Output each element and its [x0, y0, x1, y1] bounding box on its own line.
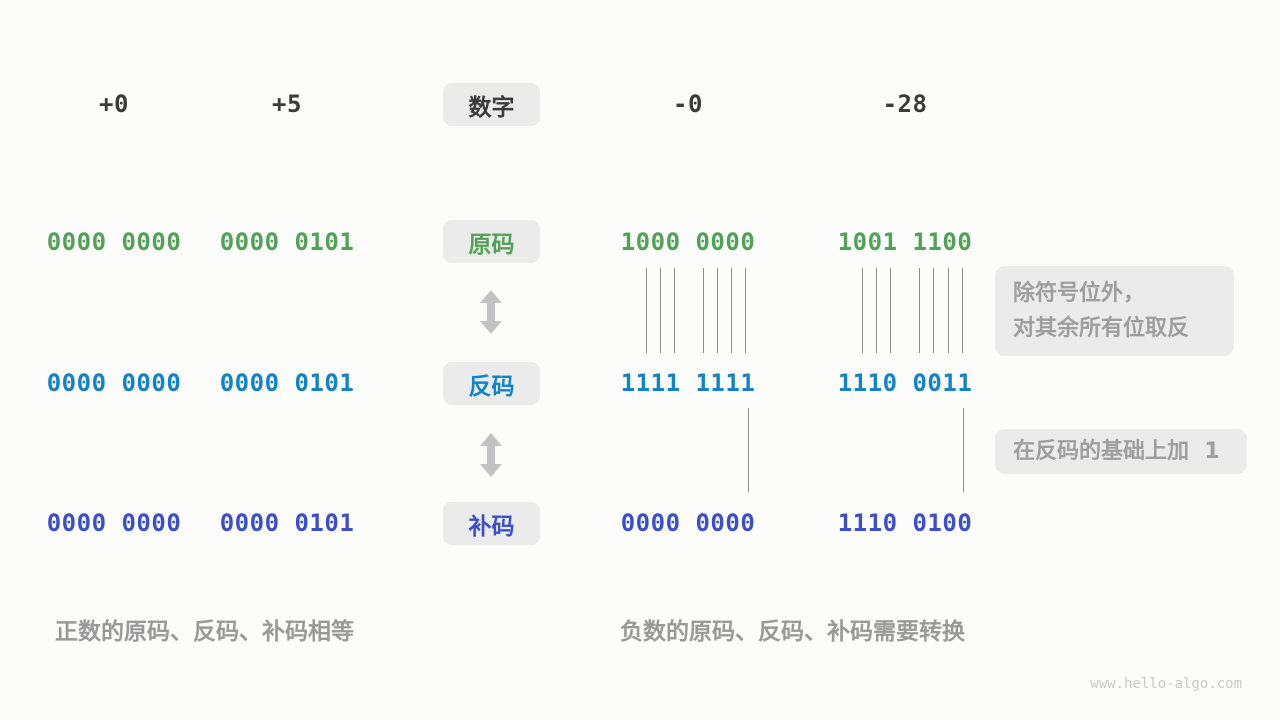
header-value-minus-28: -28 [882, 90, 928, 118]
updown-arrow-icon [480, 433, 502, 477]
bit-flip-line [876, 268, 877, 353]
binary-value: 0000 0101 [219, 369, 355, 397]
binary-value: 0000 0000 [46, 369, 182, 397]
header-value-minus-0: -0 [673, 90, 703, 118]
bit-flip-line [862, 268, 863, 353]
bit-flip-line [890, 268, 891, 353]
header-value-plus-5: +5 [272, 90, 302, 118]
row-label-box-sign-magnitude: 原码 [443, 220, 540, 263]
updown-arrow-icon [480, 290, 502, 334]
bit-flip-line [962, 268, 963, 353]
caption-negative-numbers: 负数的原码、反码、补码需要转换 [620, 619, 965, 645]
row-label: 反码 [468, 373, 515, 400]
binary-value: 1110 0100 [837, 509, 973, 537]
binary-value: 0000 0000 [46, 509, 182, 537]
bit-flip-line [731, 268, 732, 353]
binary-value: 1110 0011 [837, 369, 973, 397]
add-one-line [748, 408, 749, 492]
binary-value: 0000 0000 [46, 228, 182, 256]
binary-value: 1001 1100 [837, 228, 973, 256]
bit-flip-line [745, 268, 746, 353]
watermark: www.hello-algo.com [1090, 676, 1242, 692]
add-one-line [963, 408, 964, 492]
binary-value: 1000 0000 [620, 228, 756, 256]
header-label: 数字 [468, 94, 515, 121]
annotation-flip-note: 除符号位外， 对其余所有位取反 [995, 266, 1234, 356]
bit-flip-line [717, 268, 718, 353]
annotation-add-one-note: 在反码的基础上加 1 [995, 429, 1247, 474]
bit-flip-line [703, 268, 704, 353]
binary-value: 0000 0101 [219, 228, 355, 256]
bit-flip-line [948, 268, 949, 353]
caption-positive-numbers: 正数的原码、反码、补码相等 [55, 619, 354, 645]
binary-value: 0000 0000 [620, 509, 756, 537]
bit-flip-line [919, 268, 920, 353]
annotation-flip-note-line1: 除符号位外， [1013, 281, 1146, 306]
row-label-box-twos-complement: 补码 [443, 502, 540, 545]
bit-flip-line [660, 268, 661, 353]
row-label-box-ones-complement: 反码 [443, 362, 540, 405]
bit-flip-line [933, 268, 934, 353]
row-label: 补码 [468, 513, 515, 540]
bit-flip-line [646, 268, 647, 353]
binary-value: 0000 0101 [219, 509, 355, 537]
binary-value: 1111 1111 [620, 369, 756, 397]
annotation-flip-note-line2: 对其余所有位取反 [1013, 316, 1190, 341]
header-label-box: 数字 [443, 83, 540, 126]
header-value-plus-0: +0 [99, 90, 129, 118]
row-label: 原码 [468, 231, 515, 258]
bit-flip-line [674, 268, 675, 353]
